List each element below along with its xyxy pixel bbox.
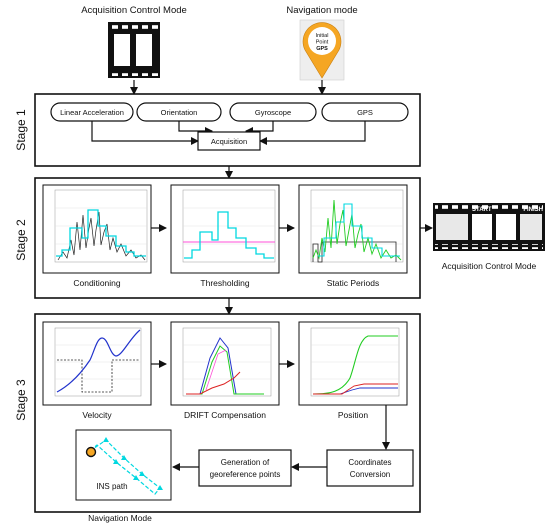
stage1-label: Stage 1 [14, 109, 28, 151]
ins-path-label: INS path [96, 482, 127, 491]
navigation-mode-caption: Navigation Mode [88, 513, 152, 523]
coordinates-conversion-box: Coordinates Conversion [326, 449, 414, 487]
acquisition-control-mode-label: Acquisition Control Mode [81, 5, 187, 16]
position-panel: Position [298, 321, 408, 420]
svg-text:Point: Point [316, 40, 329, 46]
location-pin-icon: Initial Point GPS [299, 19, 345, 81]
static-periods-panel: Static Periods [298, 184, 408, 288]
static-periods-label: Static Periods [327, 278, 379, 288]
svg-text:Initial: Initial [316, 33, 329, 39]
stage2-label: Stage 2 [14, 219, 28, 261]
film-strip-start-finish: START FINISH [433, 203, 545, 251]
georeference-points-box: Generation of georeference points [198, 449, 292, 487]
acquisition-box: Acquisition [197, 131, 261, 151]
navigation-mode-label: Navigation mode [286, 5, 357, 16]
velocity-panel: Velocity [42, 321, 152, 420]
svg-text:Conversion: Conversion [350, 470, 390, 479]
thresholding-panel: Thresholding [170, 184, 280, 288]
svg-text:Generation of: Generation of [221, 458, 270, 467]
velocity-label: Velocity [82, 410, 112, 420]
svg-text:Coordinates: Coordinates [348, 458, 391, 467]
sensor-orientation: Orientation [136, 102, 222, 122]
drift-compensation-panel: DRIFT Compensation [170, 321, 280, 420]
thresholding-label: Thresholding [200, 278, 249, 288]
svg-text:Acquisition: Acquisition [211, 137, 247, 146]
film-finish-label: FINISH [523, 207, 543, 213]
conditioning-label: Conditioning [73, 278, 121, 288]
position-label: Position [338, 410, 369, 420]
svg-text:Orientation: Orientation [161, 108, 198, 117]
svg-text:Gyroscope: Gyroscope [255, 108, 291, 117]
svg-text:Linear Acceleration: Linear Acceleration [60, 108, 124, 117]
ins-path-map: INS path [75, 429, 172, 501]
svg-text:GPS: GPS [316, 46, 328, 52]
drift-compensation-label: DRIFT Compensation [184, 410, 266, 420]
film-caption: Acquisition Control Mode [442, 261, 537, 271]
stage3-label: Stage 3 [14, 379, 28, 421]
conditioning-panel: Conditioning [42, 184, 152, 288]
svg-text:georeference points: georeference points [210, 470, 281, 479]
film-start-label: START [472, 207, 492, 213]
sensor-linear-acceleration: Linear Acceleration [50, 102, 134, 122]
film-strip-icon [108, 22, 160, 78]
svg-text:GPS: GPS [357, 108, 373, 117]
sensor-gps: GPS [321, 102, 409, 122]
sensor-gyroscope: Gyroscope [229, 102, 317, 122]
